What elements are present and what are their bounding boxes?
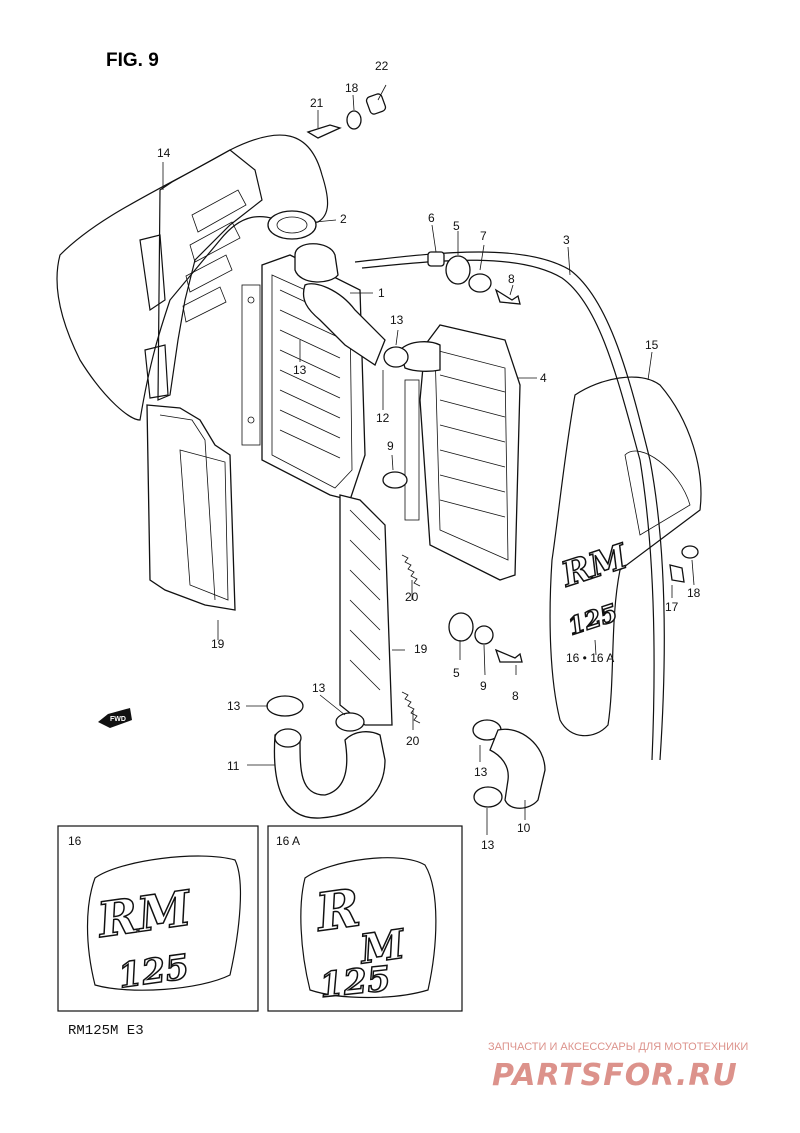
label-part-21: 21 (310, 96, 324, 110)
fwd-label: FWD (110, 716, 126, 723)
decal-inset-16a: 16 A R M 125 (267, 825, 463, 1012)
inset-16a-label: 16 A (276, 834, 300, 848)
inset-16a-logo-bottom: 125 (318, 959, 393, 1006)
lower-hose-right (472, 719, 546, 809)
tension-springs (401, 554, 421, 724)
radiator-grommet-upper (382, 471, 408, 489)
label-part-18-right: 18 (687, 586, 701, 600)
part-number-labels: 14 2 1 3 4 6 5 7 8 22 18 21 13 13 12 9 2… (157, 59, 701, 852)
inset-16-logo-bottom: 125 (116, 947, 192, 996)
label-part-6: 6 (428, 211, 435, 225)
right-radiator-shroud: RM 125 (549, 376, 702, 737)
lower-hose-left (266, 695, 386, 819)
label-part-11: 11 (227, 759, 240, 773)
label-part-9-lower: 9 (480, 679, 487, 693)
watermark-brand: PARTSFOR.RU (492, 1058, 738, 1093)
label-part-17: 17 (665, 600, 679, 614)
label-part-15: 15 (645, 338, 659, 352)
label-part-8-lower: 8 (512, 689, 519, 703)
shroud-logo-top: RM (556, 536, 633, 595)
label-part-3: 3 (563, 233, 570, 247)
radiator-guard-center (339, 494, 393, 726)
label-part-5-lower: 5 (453, 666, 460, 680)
left-radiator-shroud (56, 134, 329, 421)
forward-direction-arrow: FWD (98, 708, 132, 728)
hose-clamp-upper (383, 346, 409, 368)
label-part-2: 2 (340, 212, 347, 226)
label-part-1: 1 (378, 286, 385, 300)
label-part-13-d: 13 (312, 681, 326, 695)
label-part-13-b: 13 (390, 313, 404, 327)
label-part-9-upper: 9 (387, 439, 394, 453)
label-part-7: 7 (480, 229, 487, 243)
watermark: ЗАПЧАСТИ И АКСЕССУАРЫ ДЛЯ МОТОТЕХНИКИ PA… (488, 1041, 748, 1093)
label-part-18-top: 18 (345, 81, 359, 95)
label-part-13-c: 13 (227, 699, 241, 713)
radiator-guard-left (146, 404, 236, 611)
label-part-5-upper: 5 (453, 219, 460, 233)
shroud-logo-bottom: 125 (564, 598, 621, 641)
label-part-13-a: 13 (293, 363, 307, 377)
radiator-cap (267, 210, 317, 240)
label-part-20-upper: 20 (405, 590, 419, 604)
label-part-12: 12 (376, 411, 390, 425)
label-part-19-left: 19 (211, 637, 225, 651)
inset-16-label: 16 (68, 834, 82, 848)
upper-mount-hardware (427, 251, 521, 305)
figure-title: FIG. 9 (106, 50, 159, 71)
label-part-10: 10 (517, 821, 531, 835)
label-part-14: 14 (157, 146, 171, 160)
inset-16-logo-top: RM (92, 880, 196, 949)
left-radiator (241, 243, 386, 501)
watermark-tagline: ЗАПЧАСТИ И АКСЕССУАРЫ ДЛЯ МОТОТЕХНИКИ (488, 1041, 748, 1053)
leader-lines (162, 84, 695, 835)
inset-16a-logo-mid: M (355, 920, 409, 973)
inset-16a-logo-top: R (311, 877, 364, 944)
right-shroud-bolt (669, 545, 699, 583)
right-radiator (399, 324, 521, 581)
lower-mount-hardware (448, 612, 523, 663)
label-part-13-e: 13 (474, 765, 488, 779)
breather-hose (354, 251, 665, 761)
label-part-8-upper: 8 (508, 272, 515, 286)
label-part-20-lower: 20 (406, 734, 420, 748)
top-bolt-set (306, 93, 387, 139)
decal-inset-16: 16 RM 125 (57, 825, 259, 1012)
label-part-22: 22 (375, 59, 389, 73)
label-part-4: 4 (540, 371, 547, 385)
label-part-16: 16 • 16 A (566, 651, 614, 665)
model-code: RM125M E3 (68, 1023, 144, 1039)
label-part-13-f: 13 (481, 838, 495, 852)
label-part-19-center: 19 (414, 642, 428, 656)
